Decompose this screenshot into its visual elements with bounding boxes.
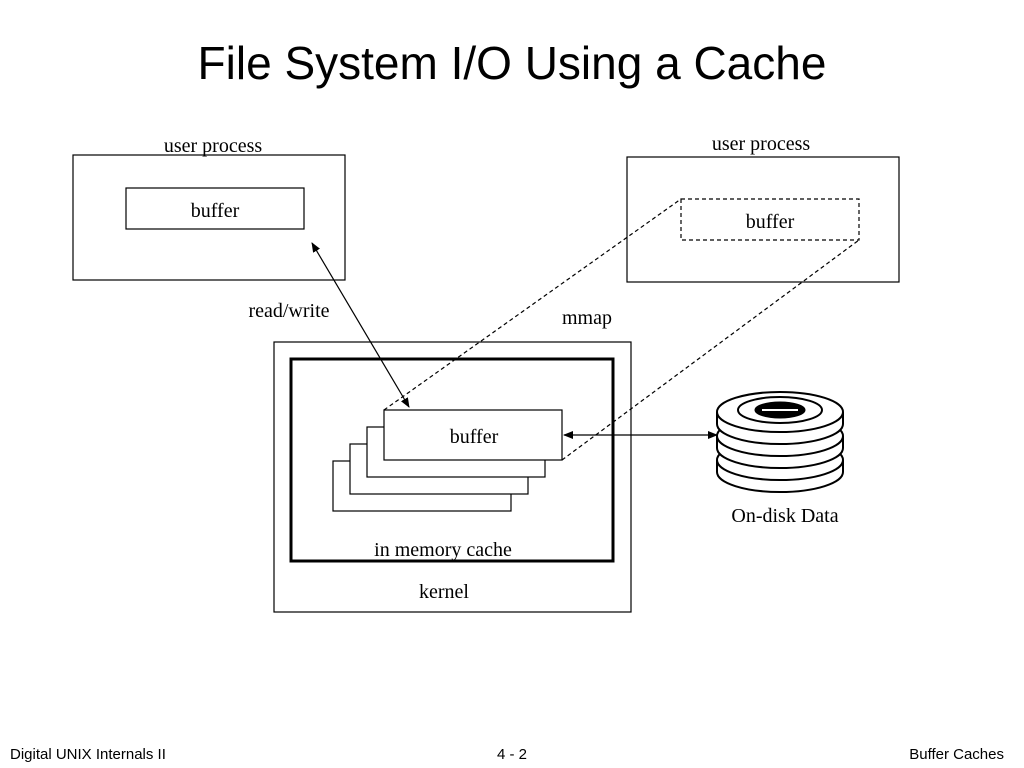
left-process-box [72,154,346,281]
footer-page-number: 4 - 2 [496,746,527,763]
mmap-line-bottom [561,239,860,461]
left-process-label: user process [164,135,263,157]
cache-buffer-front [383,409,563,461]
slide-title: File System I/O Using a Cache [197,37,827,89]
cache-buffer-label: buffer [450,426,499,448]
disk-label: On-disk Data [731,505,838,527]
memory-cache-label: in memory cache [374,539,512,561]
mmap-line-top [383,198,682,411]
read-write-arrow [311,242,410,408]
mmap-label: mmap [562,307,612,329]
footer-right: Buffer Caches [909,746,1004,763]
left-buffer-label: buffer [191,200,240,222]
kernel-box [273,341,632,613]
right-process-box [626,156,900,283]
memory-cache-box [289,357,615,563]
left-process-buffer [125,187,305,230]
read-write-label: read/write [248,300,329,322]
right-process-buffer [680,198,860,241]
right-buffer-label: buffer [746,211,795,233]
right-process-label: user process [712,133,811,155]
disk-icon [716,391,844,493]
kernel-label: kernel [419,581,469,603]
footer-left: Digital UNIX Internals II [10,746,166,763]
